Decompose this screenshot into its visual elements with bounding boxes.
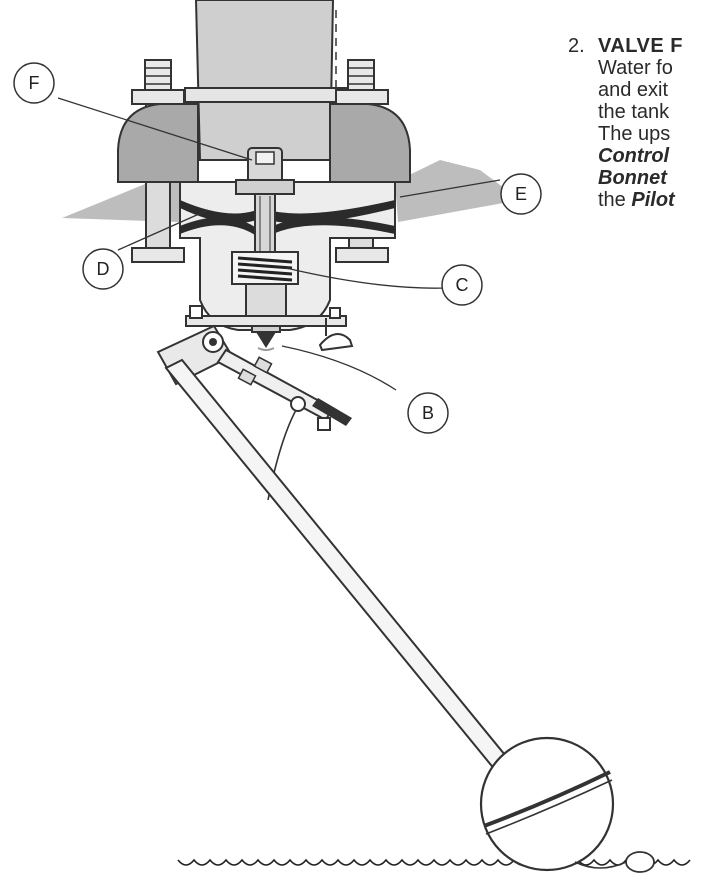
svg-text:E: E: [515, 184, 527, 204]
adjusting-linkage: [216, 348, 352, 501]
step-heading: VALVE F: [598, 35, 683, 57]
tank-wall-shade-right: [395, 160, 520, 222]
leader-c: [285, 267, 447, 289]
callout-c: C: [441, 264, 483, 306]
callout-d: D: [82, 248, 124, 290]
inlet-pipe: [194, 0, 335, 161]
svg-text:F: F: [29, 73, 40, 93]
desc-line: The ups: [598, 123, 671, 145]
leader-d: [117, 209, 209, 251]
linkage-bar: [185, 305, 354, 352]
leader-b: [281, 345, 397, 391]
callout-f: F: [13, 62, 55, 104]
desc-line: the Pilot: [598, 189, 675, 211]
desc-line: Bonnet: [598, 167, 667, 189]
float-ball: [479, 736, 655, 873]
water-surface: [177, 858, 691, 866]
left-clamp-shoulder: [117, 103, 199, 183]
diaphragm: [180, 200, 395, 224]
desc-line: Control: [598, 145, 670, 167]
desc-line: the tank: [598, 101, 670, 123]
svg-text:B: B: [422, 403, 434, 423]
diaphragm-lower: [180, 217, 395, 240]
leader-f: [57, 97, 253, 161]
callout-b: B: [407, 392, 449, 434]
desc-line: Water fo: [598, 57, 673, 79]
leader-e: [399, 179, 501, 198]
desc-line: and exit: [598, 79, 669, 101]
pilot-stem: [235, 147, 295, 255]
svg-text:D: D: [97, 259, 110, 279]
step-number: 2.: [568, 35, 585, 57]
right-clamp-shoulder: [329, 103, 411, 183]
callout-e: E: [500, 173, 542, 215]
svg-text:C: C: [456, 275, 469, 295]
